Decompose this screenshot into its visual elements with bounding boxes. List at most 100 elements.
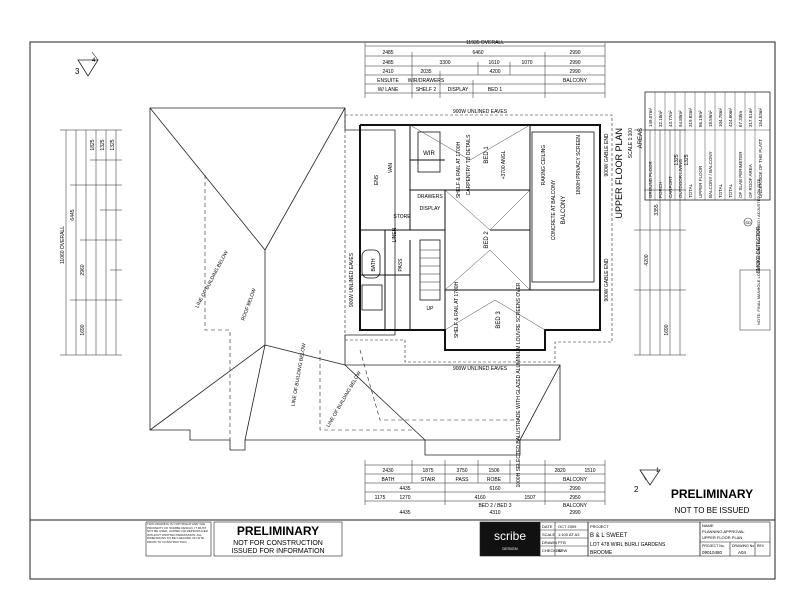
gable-right-bottom: 900W GABLE END [604, 258, 610, 301]
top-dim-3-4: 2990 [569, 69, 580, 75]
section-marker-top [77, 51, 99, 77]
note-raking: RAKING CEILING [541, 145, 547, 186]
areas-row-label: OF SLAB PERIMETER [738, 151, 743, 198]
line-building-below-1: LINE OF BUILDING BELOW [194, 250, 229, 309]
top-label2-2: SHELF 2 [416, 87, 437, 93]
bottom-label2-1: BED 2 / BED 3 [478, 503, 511, 509]
manhole-note-box [739, 269, 771, 331]
room-bed1: BED 1 [484, 146, 490, 164]
firm-sub: DESIGN [502, 546, 517, 551]
note-bed1-ceiling: +3700 ANGL [501, 150, 507, 179]
areas-row-value: 18.59m² [708, 110, 713, 127]
bottom-dim-3-4: 1507 [524, 495, 535, 501]
room-linen: LINEN [392, 227, 398, 242]
top-dim-1-1: 2485 [382, 50, 393, 56]
bottom-dim-4-1: 4435 [399, 510, 410, 516]
top-dim-3-2: 2035 [420, 69, 431, 75]
areas-row-label: TOTAL [728, 183, 733, 198]
areas-row-label: TOTAL [688, 183, 693, 198]
project-no-value: 09010480 [702, 550, 723, 555]
right-dim-1: 4200 [644, 254, 650, 265]
drawn-value: PTB [558, 540, 566, 545]
left-dim-6: 1325 [100, 139, 106, 150]
note-shelf-rail-2: SHELF & RAIL AT 1700H [454, 281, 460, 338]
bottom-dim-2-1: 4435 [399, 486, 410, 492]
areas-row-value: 94.80m² [678, 110, 683, 127]
name-label: NAME [702, 523, 714, 528]
room-display: DISPLAY [420, 206, 441, 212]
bottom-label2-2: BALCONY [563, 503, 588, 509]
note-shelf-rail: SHELF & RAIL AT 1700H [456, 141, 462, 198]
areas-row-value: 104.78m² [718, 107, 723, 127]
areas-row-label: BALCONY / BALCONY [708, 151, 713, 198]
room-balcony: BALCONY [561, 196, 567, 225]
bottom-label-1: BATH [382, 477, 395, 483]
copyright-note: THIS DRAWING IS COPYRIGHT AND THE PROPER… [147, 523, 208, 544]
bottom-label-4: ROBE [487, 477, 502, 483]
areas-row-value: 86.19m² [698, 110, 703, 127]
right-dim-4: 1325 [674, 154, 680, 165]
checked-value: BRW [558, 548, 567, 553]
areas-row-value: 424.60m² [728, 107, 733, 127]
top-dim-2-4: 1070 [521, 60, 532, 66]
stamp-title: PRELIMINARY [237, 524, 319, 538]
project-no-label: PROJECT No. [702, 544, 725, 548]
areas-row-label: TOTAL [718, 183, 723, 198]
top-dim-2-3: 1610 [488, 60, 499, 66]
roof-below [149, 107, 561, 456]
section-top-num: 3 [75, 67, 80, 76]
left-dimensions [60, 129, 122, 356]
room-pass: PASS [398, 258, 404, 272]
rev-label: REV [757, 544, 765, 548]
left-dim-5: 1825 [90, 139, 96, 150]
copyright-note-wrap: THIS DRAWING IS COPYRIGHT AND THE PROPER… [147, 523, 208, 544]
sheet-border [29, 41, 776, 580]
top-overall-dim: 11935 OVERALL [466, 40, 504, 46]
areas-row-label: GROUND FLOOR [648, 160, 653, 198]
date-label: DATE [542, 524, 553, 529]
eaves-left: 900W UNLINED EAVES [349, 252, 355, 307]
line-of-building-below [204, 175, 520, 440]
room-bath: BATH [371, 258, 377, 271]
stamp-right-subtitle: NOT TO BE ISSUED [675, 506, 750, 515]
note-concrete: CONCRETE AT BALCONY [551, 179, 557, 240]
room-ens: ENS [374, 174, 380, 185]
bottom-dim-1-6: 1510 [584, 468, 595, 474]
left-dim-7: 1325 [110, 139, 116, 150]
right-dim-5: 1325 [684, 154, 690, 165]
areas-row-value: 32.18m² [658, 110, 663, 127]
areas-row-value: 154.53m² [758, 107, 763, 127]
bottom-label-3: PASS [456, 477, 470, 483]
project-value: B & L SWEET [590, 533, 628, 539]
section-marker-bottom [639, 469, 661, 486]
project-address: LOT 478 WIRL BURLI GARDENS [590, 542, 666, 548]
bottom-dim-1-5: 2820 [554, 468, 565, 474]
areas-row-label: PORCH [658, 182, 663, 198]
top-label2-1: W/ LANE [378, 87, 399, 93]
left-overall-dim: 11060 OVERALL [60, 226, 66, 264]
svg-text:SD: SD [745, 220, 751, 225]
upper-floor-walls [359, 124, 601, 351]
scale-label: SCALE [542, 532, 555, 537]
plan-title: UPPER FLOOR PLAN [614, 128, 624, 219]
drawing-no-value: A04 [738, 550, 747, 555]
stamp-line3: ISSUED FOR INFORMATION [231, 548, 324, 555]
bottom-dim-2-3: 2990 [569, 486, 580, 492]
right-dimensions [634, 129, 686, 356]
scale-value: 1:100 AT A3 [558, 532, 580, 537]
line-building-below-3: LINE OF BUILDING BELOW [326, 370, 363, 429]
areas-row-value: 319.82m² [688, 107, 693, 127]
stamp-right-title: PRELIMINARY [671, 487, 753, 501]
bottom-dim-3-1: 1175 [375, 495, 386, 501]
bottom-dim-3-2: 1270 [399, 495, 410, 501]
note-carpentry: CARPENTRY TO DETAILS [466, 134, 472, 195]
top-dim-2-5: 2990 [569, 60, 580, 66]
bottom-dim-4-2: 4310 [489, 510, 500, 516]
top-dim-2-1: 2485 [382, 60, 393, 66]
right-dim-3: 1690 [664, 324, 670, 335]
top-label2-4: BED 1 [488, 87, 503, 93]
left-dim-2: 6445 [70, 209, 76, 220]
section-top-sheet: 4 [92, 58, 96, 64]
areas-row-value: 43.77m² [668, 110, 673, 127]
